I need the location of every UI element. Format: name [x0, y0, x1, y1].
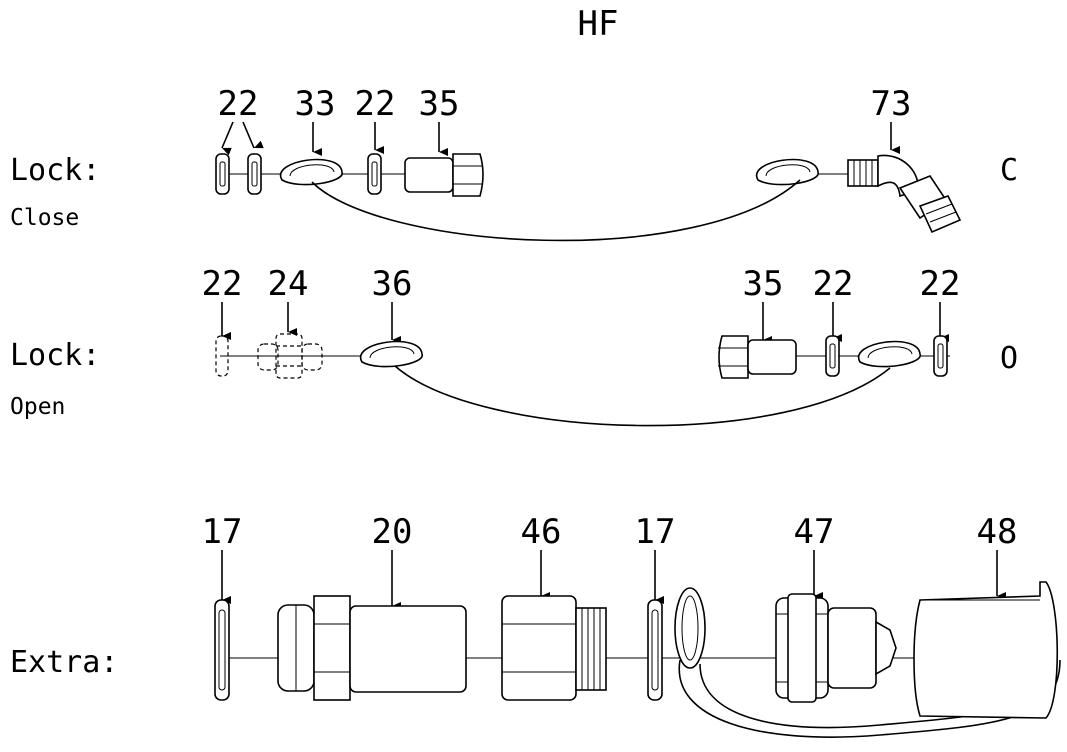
lock-open-code: O — [1000, 341, 1018, 376]
washer-17-icon — [214, 599, 230, 701]
adapter-46-icon — [501, 595, 607, 701]
coupling-24-icon — [257, 333, 323, 379]
cable-loop-icon — [857, 340, 921, 368]
dust-cap-48-icon — [913, 581, 1059, 719]
elbow-fitting-73-icon — [847, 154, 962, 234]
extra-label: Extra: — [10, 645, 118, 680]
callout-20: 20 — [372, 512, 413, 552]
leader-arrows-open — [221, 302, 949, 344]
cable-open — [394, 365, 891, 427]
callout-22a: 22 — [218, 84, 259, 124]
callout-22b: 22 — [355, 84, 396, 124]
callout-22e: 22 — [920, 264, 961, 304]
lock-open-label: Lock: — [10, 338, 100, 373]
callout-36: 36 — [372, 264, 413, 304]
row-extra: 17 20 46 17 47 48 — [202, 512, 1061, 738]
washer-22-icon — [367, 153, 382, 195]
leader-arrows-extra — [221, 550, 1006, 610]
washer-22-icon — [247, 153, 262, 195]
callout-73: 73 — [871, 84, 912, 124]
row-lock-close: 22 33 22 35 73 — [215, 84, 962, 242]
row-label-lock-close: Lock: Close — [10, 153, 100, 231]
leader-arrows-close — [221, 121, 900, 156]
callout-35: 35 — [419, 84, 460, 124]
row-lock-open: 22 24 36 35 22 22 — [202, 264, 961, 427]
callout-24: 24 — [268, 264, 309, 304]
callout-46: 46 — [521, 512, 562, 552]
lock-close-code: C — [1000, 153, 1018, 188]
callout-47: 47 — [794, 512, 835, 552]
washer-17-icon — [647, 599, 663, 701]
diagram-title: HF — [578, 4, 619, 44]
cable-loop-36-icon — [359, 340, 423, 368]
cable-close — [311, 179, 801, 242]
coupler-47-icon — [775, 593, 897, 703]
washer-22-icon — [825, 335, 840, 377]
bolt-35-icon — [718, 335, 797, 379]
nipple-20-icon — [277, 595, 467, 701]
lock-close-sublabel: Close — [10, 205, 79, 231]
lock-open-sublabel: Open — [10, 394, 65, 420]
callout-17a: 17 — [202, 512, 243, 552]
cable-loop-icon — [755, 158, 819, 186]
callout-48: 48 — [977, 512, 1018, 552]
callout-17b: 17 — [635, 512, 676, 552]
callout-22c: 22 — [202, 264, 243, 304]
lock-close-label: Lock: — [10, 153, 100, 188]
washer-22-icon — [933, 335, 948, 377]
bolt-35-icon — [404, 153, 484, 197]
row-label-lock-open: Lock: Open — [10, 338, 100, 420]
callout-35b: 35 — [743, 264, 784, 304]
washer-22-icon — [215, 153, 230, 195]
cable-ring-icon — [674, 587, 706, 669]
cable-loop-33-icon — [279, 158, 343, 186]
washer-22-icon — [215, 335, 229, 377]
callout-33: 33 — [295, 84, 336, 124]
callout-22d: 22 — [813, 264, 854, 304]
